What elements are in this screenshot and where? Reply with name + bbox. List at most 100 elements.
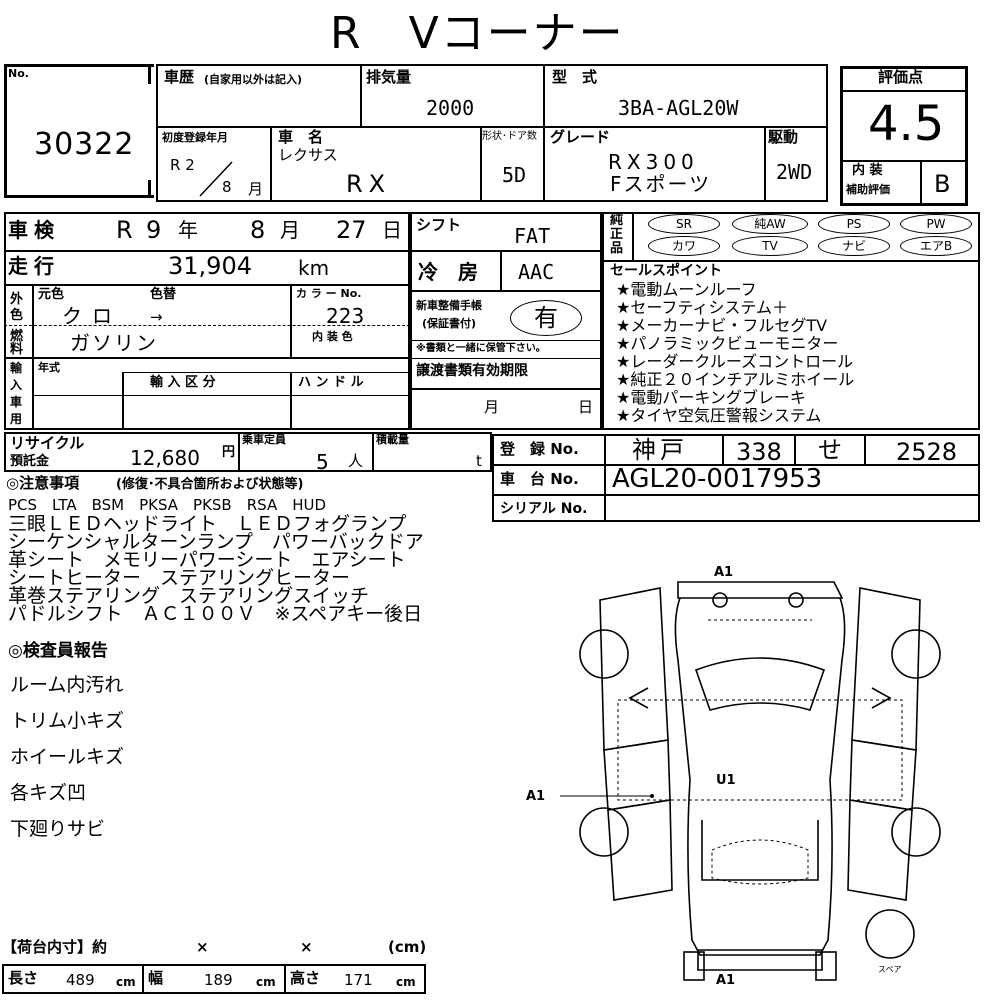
drive-value: 2WD bbox=[776, 160, 813, 184]
report-item: 下廻りサビ bbox=[10, 818, 106, 840]
cargo-times-1: × bbox=[196, 938, 209, 956]
sales-point: ★パノラミックビューモニター bbox=[616, 334, 839, 353]
transfer-docs-day-unit: 日 bbox=[578, 398, 594, 416]
notes-sub-label: (修復･不具合箇所および状態等) bbox=[116, 477, 304, 492]
original-color-label: 元色 bbox=[38, 287, 65, 302]
cargo-height-unit: cm bbox=[396, 975, 416, 989]
report-item: 各キズ凹 bbox=[10, 782, 87, 804]
inspection-era: R bbox=[116, 216, 133, 244]
report-list: ルーム内汚れ トリム小キズ ホイールキズ 各キズ凹 下廻りサビ bbox=[10, 676, 124, 856]
grade-label: グレード bbox=[550, 128, 611, 146]
first-registration-month-unit: 月 bbox=[248, 180, 264, 198]
score-box bbox=[840, 66, 968, 206]
color-code-value: 223 bbox=[326, 304, 365, 328]
equipment-sr: SR bbox=[648, 214, 720, 234]
sales-point: ★電動ムーンルーフ bbox=[616, 280, 757, 299]
cargo-label: 【荷台内寸】約 bbox=[2, 938, 108, 956]
maintenance-record-value: 有 bbox=[534, 304, 558, 332]
report-label: ◎検査員報告 bbox=[8, 641, 108, 661]
lot-number-box bbox=[4, 64, 154, 198]
sales-points-label: セールスポイント bbox=[610, 263, 722, 279]
equipment-ps: PS bbox=[818, 214, 890, 234]
import-year-label: 年式 bbox=[38, 361, 60, 374]
mileage-value: 31,904 bbox=[168, 252, 252, 280]
equipment-airbag: エアB bbox=[900, 236, 972, 256]
displacement-label: 排気量 bbox=[366, 68, 412, 86]
cargo-length-label: 長さ bbox=[8, 969, 39, 987]
notes-list: PCS LTA BSM PKSA PKSB RSA HUD 三眼ＬＥＤヘッドライ… bbox=[8, 496, 424, 625]
inspection-month: 8 bbox=[250, 216, 266, 244]
genuine-label: 純 正 品 bbox=[610, 214, 624, 256]
front-bumper-shape bbox=[677, 581, 844, 599]
capacity-value: 5 bbox=[316, 450, 329, 474]
fuel-label: 燃料 bbox=[10, 329, 24, 357]
lot-number-value: 30322 bbox=[34, 127, 135, 162]
note-line: シートヒーター ステアリングヒーター bbox=[8, 567, 351, 589]
interior-color-label: 内 装 色 bbox=[312, 330, 353, 343]
shift-ac-section bbox=[410, 212, 602, 430]
body-type-label: 形状･ドア数 bbox=[482, 131, 537, 142]
first-registration-slash bbox=[199, 161, 233, 197]
drive-label: 駆動 bbox=[768, 128, 799, 146]
recycle-unit: 円 bbox=[222, 445, 236, 460]
report-item: ルーム内汚れ bbox=[10, 674, 124, 696]
cargo-height-value: 171 bbox=[344, 971, 373, 989]
recycle-section bbox=[4, 432, 492, 472]
history-sub-label: (自家用以外は記入) bbox=[204, 73, 303, 86]
notes-label: ◎注意事項 bbox=[6, 474, 80, 492]
exterior-color-label: 外色 bbox=[10, 292, 24, 323]
sales-point: ★セーフティシステム＋ bbox=[616, 298, 788, 317]
car-name-value: RX bbox=[346, 170, 392, 198]
car-damage-diagram bbox=[560, 581, 941, 981]
car-maker-value: レクサス bbox=[278, 146, 338, 164]
shift-label: シフト bbox=[416, 216, 462, 234]
fuel-value: ガソリン bbox=[70, 331, 158, 355]
cargo-length-value: 489 bbox=[66, 971, 95, 989]
sales-points-list: ★電動ムーンルーフ ★セーフティシステム＋ ★メーカーナビ・フルセグTV ★パノ… bbox=[616, 282, 854, 426]
vehicle-info-grid bbox=[156, 64, 828, 202]
load-label: 積載量 bbox=[376, 433, 409, 446]
score-label: 評価点 bbox=[878, 68, 924, 86]
registration-class: 338 bbox=[736, 438, 782, 466]
history-label: 車歴 bbox=[164, 68, 195, 86]
equipment-sales-section bbox=[602, 212, 980, 430]
interior-score-label-2: 補助評価 bbox=[846, 183, 890, 196]
first-registration-label: 初度登録年月 bbox=[162, 131, 228, 144]
cargo-width-value: 189 bbox=[204, 971, 233, 989]
chassis-label: 車 台 No. bbox=[500, 470, 579, 488]
interior-score-label-1: 内 装 bbox=[852, 163, 883, 178]
first-registration-month: 8 bbox=[222, 178, 232, 196]
load-unit: t bbox=[476, 452, 482, 470]
mileage-label: 走行 bbox=[8, 254, 60, 278]
equipment-pw: PW bbox=[900, 214, 972, 234]
shift-value: FAT bbox=[514, 224, 551, 248]
note-line: PCS LTA BSM PKSA PKSB RSA HUD bbox=[8, 496, 327, 514]
model-value: 3BA-AGL20W bbox=[618, 96, 739, 120]
first-registration-era: R 2 bbox=[170, 156, 195, 174]
model-label: 型 式 bbox=[552, 68, 598, 86]
note-line: 革シート メモリーパワーシート エアシート bbox=[8, 549, 406, 571]
inspection-day-unit: 日 bbox=[382, 218, 402, 242]
transfer-docs-month-unit: 月 bbox=[484, 398, 500, 416]
inspection-section bbox=[4, 212, 410, 430]
grade-line-2: Fスポーツ bbox=[610, 172, 712, 196]
inspection-day: 27 bbox=[336, 216, 367, 244]
grade-line-1: RX300 bbox=[608, 150, 699, 174]
recycle-label-2: 預託金 bbox=[10, 454, 50, 469]
diagram-label-top: A1 bbox=[714, 565, 734, 580]
chassis-value: AGL20-0017953 bbox=[612, 464, 823, 494]
score-value: 4.5 bbox=[868, 96, 945, 152]
maintenance-record-circle bbox=[510, 300, 582, 336]
import-handle-label: ハ ン ド ル bbox=[298, 375, 364, 390]
report-item: トリム小キズ bbox=[10, 710, 125, 732]
maintenance-record-note: ※書類と一緒に保管下さい。 bbox=[416, 343, 546, 354]
windshield-shape bbox=[694, 657, 826, 711]
note-line: パドルシフト ＡＣ１００Ｖ ※スペアキー後日 bbox=[8, 603, 423, 625]
maintenance-record-label-2: (保証書付) bbox=[422, 317, 477, 330]
note-line: 三眼ＬＥＤヘッドライト ＬＥＤフォグランプ bbox=[8, 513, 407, 535]
inspection-year: 9 bbox=[146, 216, 162, 244]
color-change-value: → bbox=[150, 308, 163, 326]
note-line: 革巻ステアリング ステアリングスイッチ bbox=[8, 585, 370, 607]
cargo-width-label: 幅 bbox=[148, 969, 164, 987]
sales-point: ★純正２０インチアルミホイール bbox=[616, 370, 855, 389]
